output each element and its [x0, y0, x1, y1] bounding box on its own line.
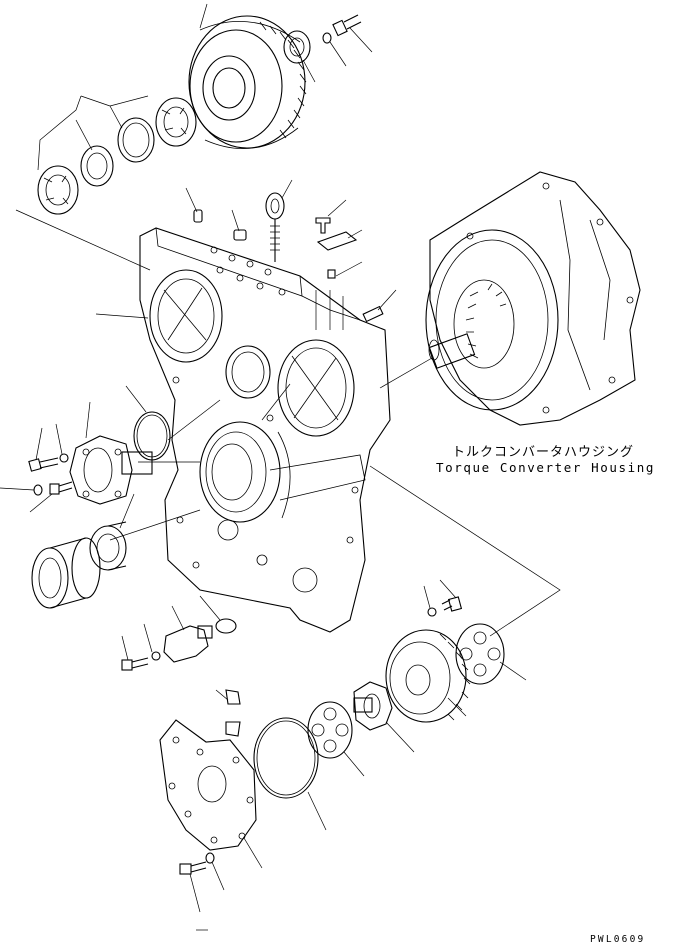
- hub-flange: [353, 681, 393, 731]
- side-bolt: [362, 305, 384, 323]
- bottom-washer: [205, 852, 215, 864]
- stud-bolt: [327, 269, 336, 279]
- dowel-pin: [193, 209, 203, 223]
- upper-bearing-stack: [37, 97, 197, 215]
- right-carrier: [455, 623, 505, 685]
- top-bolt: [332, 14, 362, 37]
- left-bolt-lower: [49, 481, 73, 495]
- left-bolt-upper: [28, 457, 59, 472]
- top-washer: [322, 32, 332, 44]
- breather-fitting: [163, 625, 213, 663]
- top-cover-plate: [283, 30, 311, 64]
- lower-gear: [385, 629, 471, 723]
- right-bolt: [441, 596, 463, 612]
- housing-label-english: Torque Converter Housing: [436, 460, 656, 475]
- left-roller-sleeve: [31, 537, 101, 609]
- top-large-gear: [188, 15, 307, 149]
- gasket-upper: [225, 689, 241, 705]
- name-plate: [316, 231, 358, 251]
- drawing-code: PWL0609: [590, 934, 646, 945]
- left-washer-upper: [59, 453, 69, 463]
- washer-lower-left: [151, 651, 161, 661]
- housing-label-japanese: トルクコンバータハウジング: [452, 445, 635, 460]
- bottom-bolt: [179, 861, 207, 875]
- eye-bolt: [265, 192, 285, 262]
- large-o-ring: [253, 717, 319, 799]
- left-flange-shaft: [69, 435, 153, 505]
- left-washer-lower: [33, 484, 43, 496]
- transmission-case: [139, 227, 391, 633]
- center-carrier: [307, 701, 353, 759]
- small-screw: [315, 217, 331, 234]
- torque-converter-housing: [425, 171, 641, 426]
- bolt-lower-left: [121, 657, 149, 671]
- small-o-ring: [215, 618, 237, 634]
- bottom-cover: [159, 719, 257, 851]
- right-washer: [427, 607, 437, 617]
- plug-fitting: [233, 229, 247, 241]
- gasket-lower: [225, 721, 241, 737]
